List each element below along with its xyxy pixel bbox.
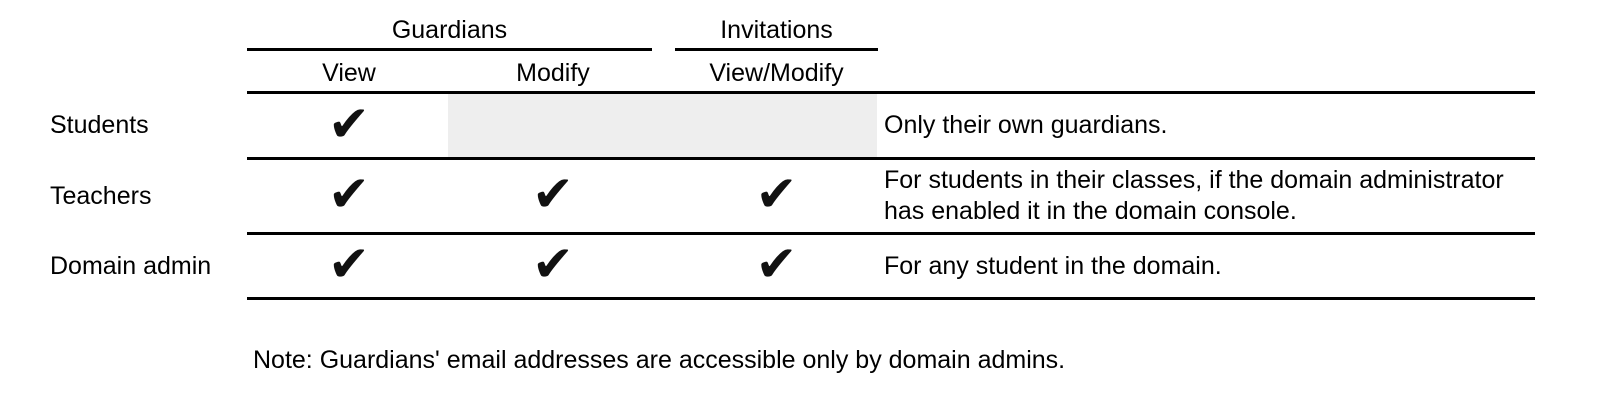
column-group-label-invitations: Invitations — [720, 16, 833, 44]
domain-admin-view-check-cell: ✔ — [247, 235, 451, 297]
teachers-view-modify-check-cell: ✔ — [675, 160, 878, 232]
invitations-group-underline — [675, 48, 878, 51]
row-divider-1 — [247, 157, 1535, 160]
note-line: Only their own guardians. — [884, 111, 1168, 139]
teachers-view-modify-check-icon: ✔ — [755, 165, 798, 223]
domain-admin-modify-check-cell: ✔ — [451, 235, 655, 297]
teachers-modify-check-cell: ✔ — [451, 160, 655, 232]
domain-admin-note-cell: For any student in the domain. — [884, 235, 1544, 297]
teachers-view-check-icon: ✔ — [328, 165, 370, 223]
row-divider-2 — [247, 232, 1535, 235]
row-label-teachers: Teachers — [50, 181, 152, 210]
note-line: For students in their classes, if the do… — [884, 166, 1504, 194]
students-note-cell: Only their own guardians. — [884, 94, 1544, 157]
column-header-modify: Modify — [516, 59, 590, 87]
teachers-view-check-cell: ✔ — [247, 160, 451, 232]
row-label-students: Students — [50, 111, 149, 139]
row-label-domain-admin: Domain admin — [50, 251, 212, 280]
column-group-label-guardians: Guardians — [391, 16, 508, 44]
teachers-note-cell: For students in their classes, if the do… — [884, 160, 1544, 232]
students-disabled-cells-overlay — [448, 94, 877, 157]
domain-admin-modify-check-icon: ✔ — [532, 235, 574, 293]
teachers-modify-check-icon: ✔ — [532, 165, 574, 223]
footnote: Note: Guardians' email addresses are acc… — [253, 346, 1066, 374]
column-header-view: View — [322, 59, 376, 87]
bottom-rule — [247, 297, 1535, 300]
domain-admin-view-check-icon: ✔ — [328, 235, 370, 293]
students-view-check-icon: ✔ — [328, 94, 370, 153]
column-header-view-modify: View/Modify — [709, 59, 844, 87]
domain-admin-view-modify-check-icon: ✔ — [755, 235, 798, 293]
guardians-group-underline — [247, 48, 652, 51]
note-line: For any student in the domain. — [884, 251, 1222, 280]
header-rule — [247, 91, 1535, 94]
domain-admin-view-modify-check-cell: ✔ — [675, 235, 878, 297]
note-line: has enabled it in the domain console. — [884, 197, 1297, 225]
students-view-check-cell: ✔ — [247, 94, 451, 157]
